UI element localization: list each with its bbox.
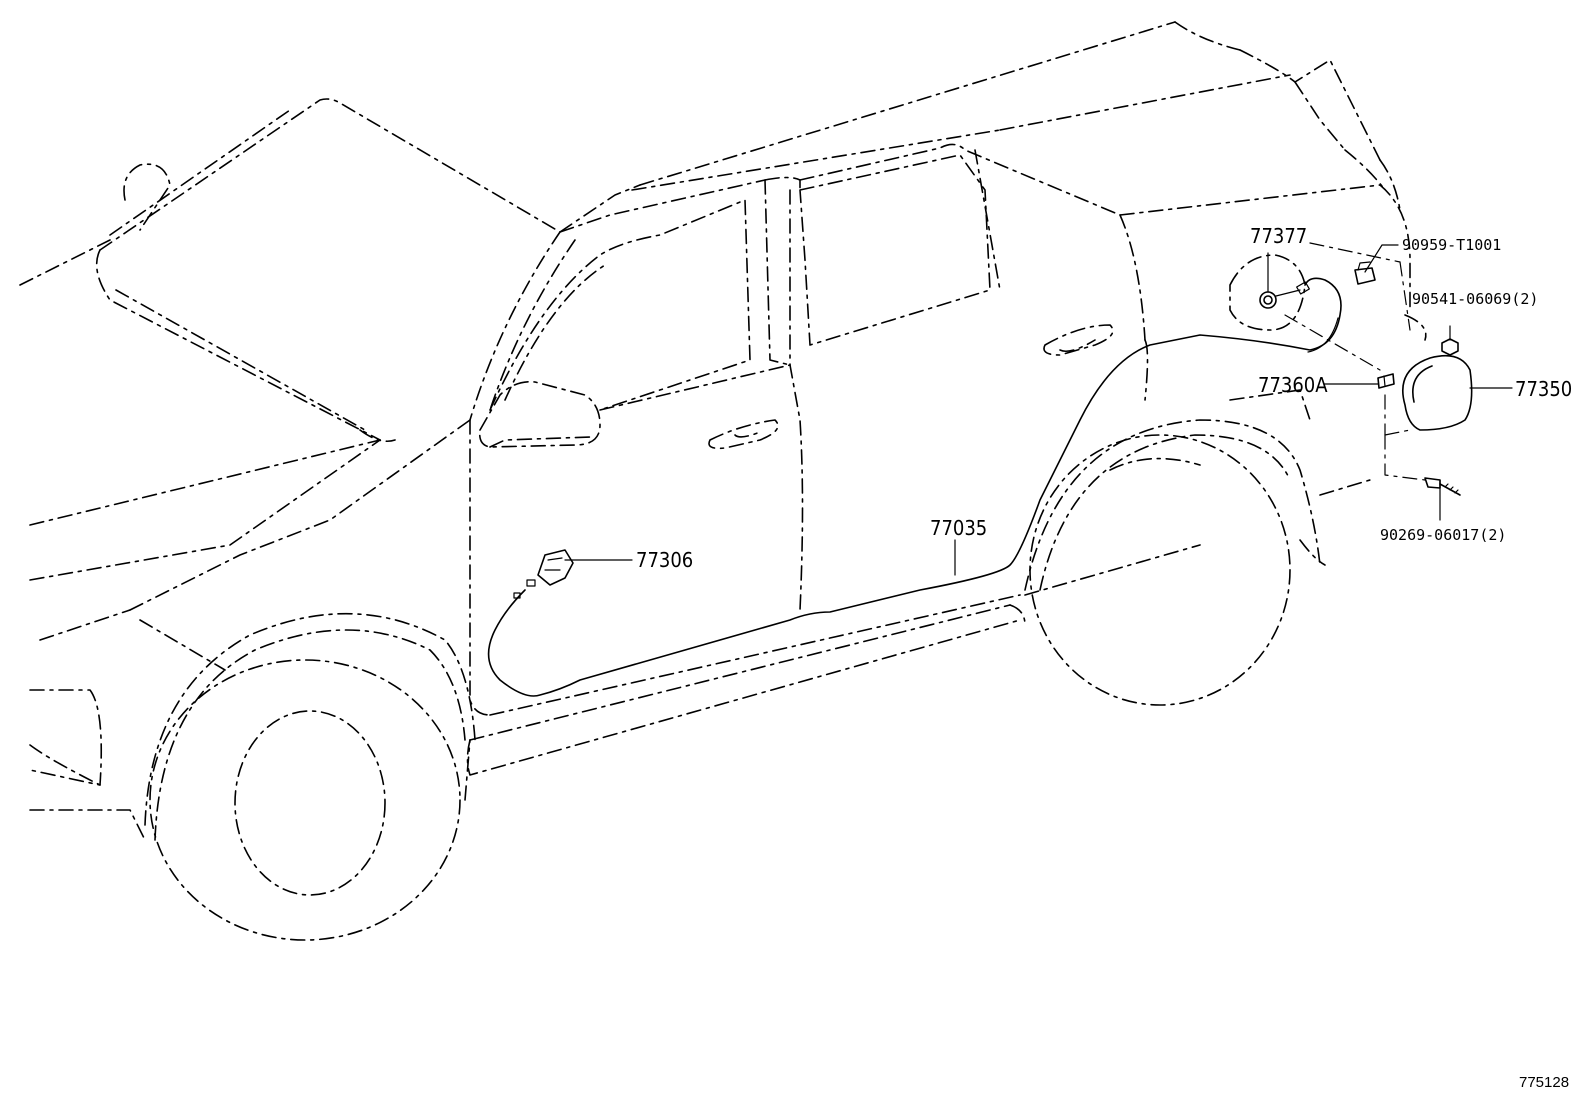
rocker-and-sill bbox=[466, 544, 1201, 776]
leader-lines bbox=[564, 244, 1513, 576]
label-90269-06017: 90269-06017(2) bbox=[1380, 526, 1506, 544]
retainer-clip-icon bbox=[1377, 373, 1395, 389]
label-77377: 77377 bbox=[1250, 224, 1307, 248]
label-77035: 77035 bbox=[930, 516, 987, 540]
fuel-lid-icon bbox=[1401, 354, 1473, 431]
screw-icon bbox=[1424, 477, 1461, 496]
lock-actuator-icon bbox=[1259, 291, 1277, 309]
label-77360A: 77360A bbox=[1258, 373, 1328, 397]
label-90541-06069: 90541-06069(2) bbox=[1412, 290, 1538, 308]
bracket-clip-icon bbox=[1354, 261, 1376, 285]
release-handle-icon bbox=[513, 549, 574, 599]
callout-labels: 77306 77035 77377 77360A 77350 90959-T10… bbox=[636, 224, 1572, 1091]
rear-wheel bbox=[1024, 339, 1371, 706]
nut-icon bbox=[1404, 314, 1459, 356]
label-77350: 77350 bbox=[1515, 377, 1572, 401]
release-cable bbox=[487, 277, 1342, 697]
front-wheel bbox=[144, 612, 476, 941]
vehicle-body-outline bbox=[19, 21, 1411, 841]
doors bbox=[469, 143, 1146, 716]
label-77306: 77306 bbox=[636, 548, 693, 572]
figure-number: 775128 bbox=[1519, 1074, 1569, 1091]
label-90959-T1001: 90959-T1001 bbox=[1402, 236, 1501, 254]
fuel-door-system bbox=[487, 242, 1473, 697]
